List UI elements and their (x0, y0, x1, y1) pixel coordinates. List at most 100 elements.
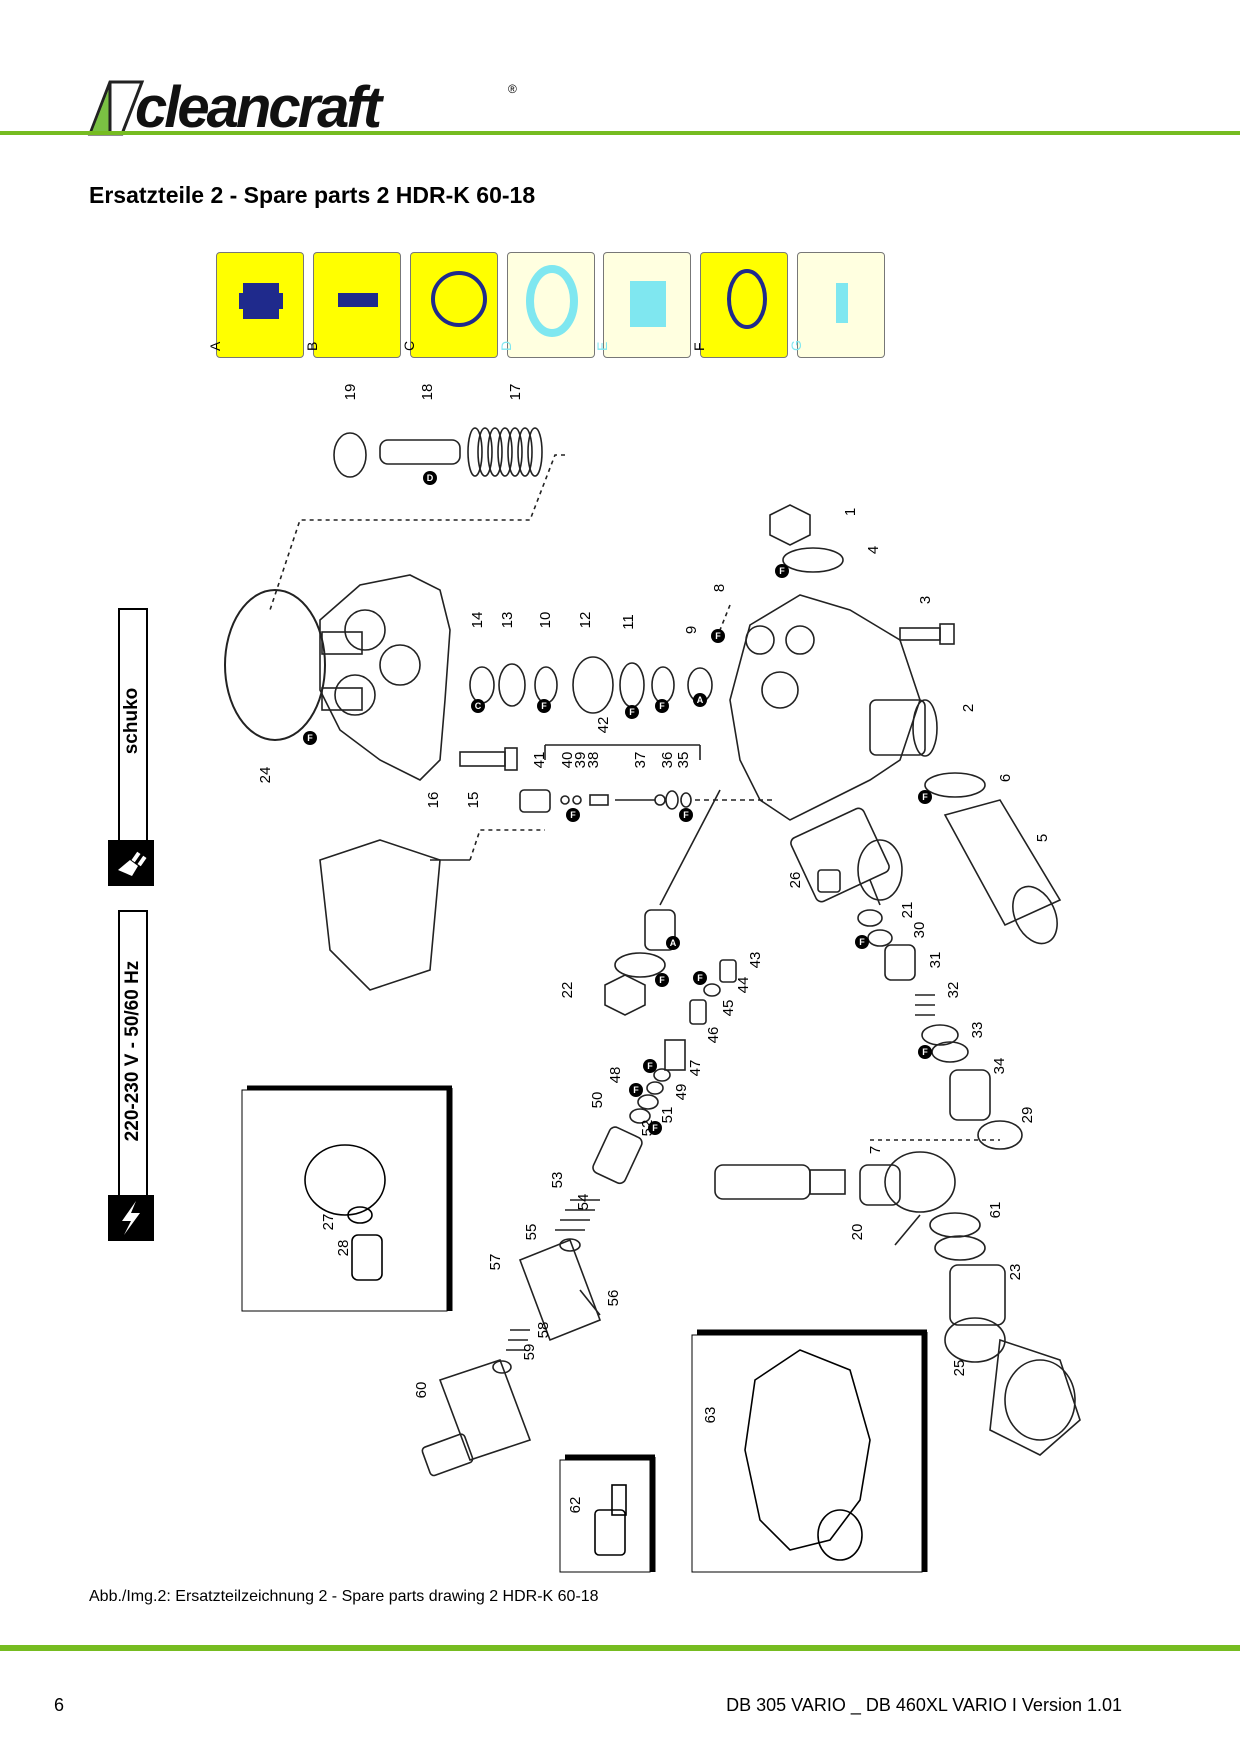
part-label-12: 12 (577, 612, 594, 629)
legend-box-d: D (498, 252, 595, 358)
part-label-34: 34 (991, 1058, 1008, 1075)
legend-box-c: C (401, 252, 498, 358)
legend-letter: E (594, 341, 610, 351)
plug-icon (118, 851, 147, 876)
svg-text:F: F (859, 937, 865, 947)
part-label-48: 48 (607, 1067, 624, 1084)
svg-text:F: F (922, 1047, 928, 1057)
part-label-18: 18 (419, 384, 436, 401)
svg-text:A: A (670, 938, 677, 948)
part-label-45: 45 (720, 1000, 737, 1017)
part-label-35: 35 (675, 752, 692, 769)
legend-part-icon (338, 293, 378, 307)
part-label-58: 58 (535, 1322, 552, 1339)
cleancraft-logo: cleancraft ® (80, 70, 550, 140)
svg-text:F: F (647, 1061, 653, 1071)
svg-text:F: F (683, 810, 689, 820)
figure-caption: Abb./Img.2: Ersatzteilzeichnung 2 - Spar… (89, 1588, 599, 1605)
exploded-parts-diagram: DFF CFF FAF FFF AFF FFF FF 1234567891011… (224, 384, 1081, 1573)
part-label-44: 44 (735, 977, 752, 994)
legend-part-icon (630, 281, 666, 327)
logo-text: cleancraft (135, 75, 382, 140)
part-label-21: 21 (899, 902, 916, 919)
legend-box-f: F (691, 252, 788, 358)
part-label-55: 55 (523, 1224, 540, 1241)
part-label-11: 11 (620, 614, 637, 630)
part-16-head (319, 574, 451, 781)
svg-text:F: F (629, 707, 635, 717)
svg-text:F: F (633, 1085, 639, 1095)
part-label-39: 39 (572, 752, 589, 769)
legend-part-icon (727, 269, 767, 329)
inset-box-33-28 (241, 1089, 448, 1312)
part-18-pin (379, 439, 461, 465)
part-label-50: 50 (589, 1092, 606, 1109)
part-label-42: 42 (595, 717, 612, 734)
part-label-4: 4 (865, 546, 882, 554)
registered-mark: ® (508, 82, 517, 96)
part-label-60: 60 (413, 1382, 430, 1399)
part-label-59: 59 (521, 1344, 538, 1361)
legend-letter: F (691, 342, 707, 351)
part-label-53: 53 (549, 1172, 566, 1189)
part-label-37: 37 (632, 752, 649, 769)
voltage-label-box (118, 910, 148, 1200)
part-label-13: 13 (499, 612, 516, 629)
legend-letter: C (401, 340, 417, 351)
part-label-28: 28 (335, 1240, 352, 1257)
part-label-63: 63 (702, 1407, 719, 1424)
part-label-17: 17 (507, 384, 524, 401)
part-label-2: 2 (960, 704, 977, 712)
part-label-56: 56 (605, 1290, 622, 1307)
part-label-43: 43 (747, 952, 764, 969)
part-label-24: 24 (257, 767, 274, 784)
lightning-icon (122, 1201, 140, 1235)
legend-letter: G (788, 340, 804, 351)
part-label-32: 32 (945, 982, 962, 999)
legend-box-b: B (304, 252, 401, 358)
part-label-36: 36 (659, 752, 676, 769)
part-label-1: 1 (842, 508, 859, 516)
svg-text:F: F (659, 975, 665, 985)
part-label-33: 33 (969, 1022, 986, 1039)
part-label-57: 57 (487, 1254, 504, 1271)
part-label-19: 19 (342, 384, 359, 401)
legend-letter: D (498, 340, 514, 351)
header-rule (0, 131, 1240, 135)
part-label-25: 25 (951, 1360, 968, 1377)
svg-text:F: F (715, 631, 721, 641)
part-19-washer (333, 432, 367, 478)
legend-part-icon (431, 271, 487, 327)
part-label-31: 31 (927, 952, 944, 969)
part-label-15: 15 (465, 792, 482, 809)
svg-text:F: F (541, 701, 547, 711)
legend-part-icon (836, 283, 848, 323)
svg-text:C: C (475, 701, 482, 711)
part-2-pump-body (729, 594, 921, 821)
page-title: Ersatzteile 2 - Spare parts 2 HDR-K 60-1… (89, 182, 536, 208)
part-label-6: 6 (997, 774, 1014, 782)
svg-text:F: F (697, 973, 703, 983)
part-label-49: 49 (673, 1084, 690, 1101)
svg-text:F: F (659, 701, 665, 711)
svg-text:D: D (427, 473, 434, 483)
svg-text:F: F (652, 1123, 658, 1133)
part-24-oring (224, 589, 326, 741)
part-label-40: 40 (559, 752, 576, 769)
plug-icon-box (108, 840, 154, 886)
inset-box-63 (691, 1334, 923, 1573)
inset-box-62 (559, 1459, 651, 1573)
legend-letter: B (304, 341, 320, 351)
document-version: DB 305 VARIO _ DB 460XL VARIO I Version … (726, 1695, 1122, 1715)
part-label-5: 5 (1034, 834, 1051, 842)
legend-letter: A (207, 341, 223, 351)
part-label-10: 10 (537, 612, 554, 629)
legend-box-g: G (788, 252, 885, 358)
part-label-47: 47 (687, 1060, 704, 1077)
svg-text:F: F (922, 792, 928, 802)
part-label-14: 14 (469, 612, 486, 629)
part-label-30: 30 (911, 922, 928, 939)
part-label-27: 27 (320, 1214, 337, 1231)
part-label-46: 46 (705, 1027, 722, 1044)
part-label-62: 62 (567, 1497, 584, 1514)
